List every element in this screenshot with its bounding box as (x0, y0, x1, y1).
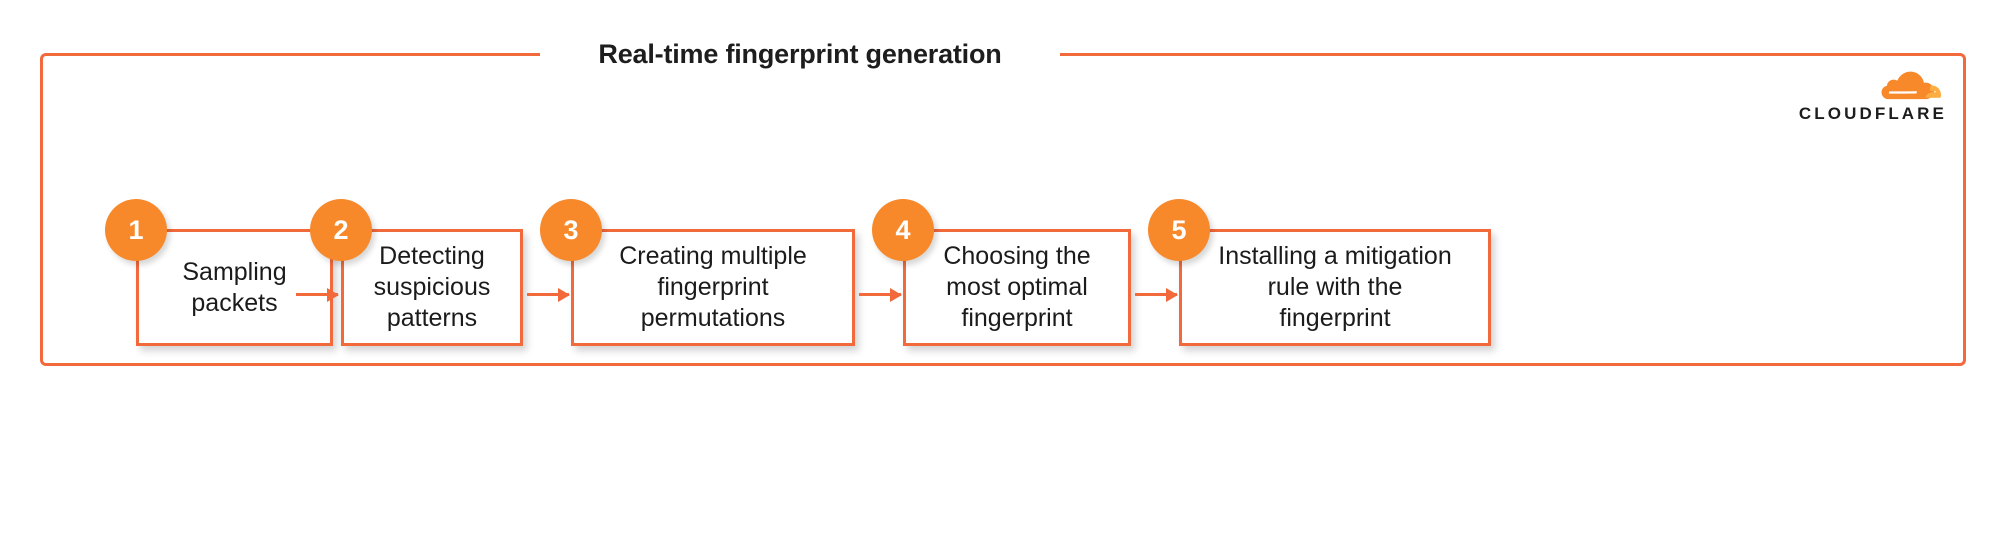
panel-title: Real-time fingerprint generation (598, 39, 1002, 69)
step-badge-3: 3 (540, 199, 602, 261)
step-badge-4: 4 (872, 199, 934, 261)
step-badge-1: 1 (105, 199, 167, 261)
step-box-2[interactable]: Detecting suspicious patterns (341, 229, 523, 346)
step-number-5: 5 (1171, 214, 1187, 245)
cloudflare-wordmark: CLOUDFLARE (1798, 104, 1947, 123)
step-number-1: 1 (128, 214, 144, 245)
step-box-1[interactable]: Sampling packets (136, 229, 333, 346)
step-badge-5: 5 (1148, 199, 1210, 261)
step-box-5[interactable]: Installing a mitigation rule with the fi… (1179, 229, 1491, 346)
arrow-2-to-3 (527, 287, 570, 302)
arrow-1-to-2 (296, 287, 339, 302)
step-number-2: 2 (333, 214, 349, 245)
step-label-3: Creating multiple fingerprint permutatio… (619, 242, 807, 332)
arrow-3-to-4 (859, 287, 902, 302)
step-label-4: Choosing the most optimal fingerprint (943, 242, 1091, 332)
arrow-4-to-5 (1135, 287, 1178, 302)
step-number-4: 4 (895, 214, 911, 245)
step-number-3: 3 (563, 214, 579, 245)
step-badge-2: 2 (310, 199, 372, 261)
step-box-4[interactable]: Choosing the most optimal fingerprint (903, 229, 1131, 346)
step-label-2: Detecting suspicious patterns (373, 242, 491, 332)
cloudflare-cloud-icon (1867, 68, 1941, 104)
title-border-gap (540, 44, 1060, 66)
step-box-3[interactable]: Creating multiple fingerprint permutatio… (571, 229, 855, 346)
cloudflare-logo: CLOUDFLARE (1757, 68, 1947, 130)
step-label-5: Installing a mitigation rule with the fi… (1218, 242, 1452, 332)
process-panel: Real-time fingerprint generation CLOUDFL… (40, 39, 1966, 366)
step-label-1: Sampling packets (182, 257, 287, 317)
